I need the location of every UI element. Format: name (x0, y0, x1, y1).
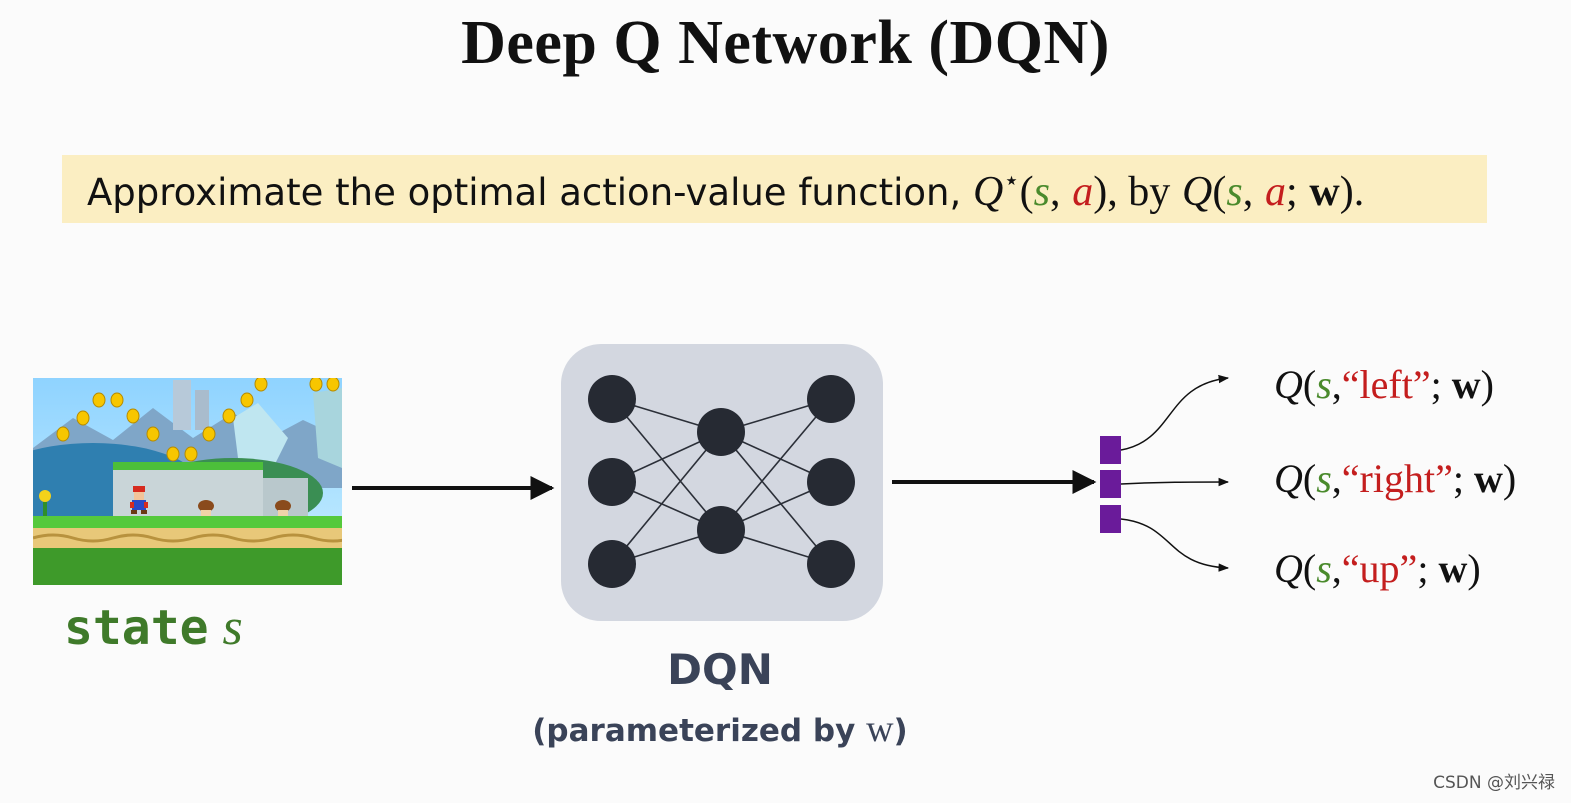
semicolon: ; (1430, 362, 1442, 407)
q-right-output: Q(s,“right”; w) (1274, 455, 1516, 502)
paren: ( (1019, 169, 1034, 215)
network-box (561, 344, 883, 621)
page-title: Deep Q Network (DQN) (461, 9, 1110, 77)
input-node (588, 375, 636, 423)
game-screenshot-image (33, 378, 342, 585)
watermark: CSDN @刘兴禄 (1433, 773, 1555, 793)
hidden-node (697, 506, 745, 554)
paren: ( (1302, 456, 1317, 501)
definition-banner: Approximate the optimal action-value fun… (62, 155, 1487, 223)
output-node (807, 458, 855, 506)
output-node (807, 540, 855, 588)
state-word: state (64, 600, 209, 656)
weights-var: w (866, 708, 894, 750)
weights-var: w (1451, 362, 1481, 407)
paren: ) (1480, 362, 1494, 407)
paren: ( (1302, 362, 1317, 407)
paren: ) (1467, 546, 1481, 591)
paren: ( (1302, 546, 1317, 591)
comma: , (1242, 169, 1254, 215)
game-scene (33, 378, 342, 585)
output-vector-cell (1100, 436, 1121, 464)
q-approx-symbol: Q (1182, 169, 1213, 215)
action-up: “up” (1341, 546, 1418, 591)
state-var: s (1316, 362, 1332, 407)
output-vector-cell (1100, 470, 1121, 498)
q-symbol: Q (1274, 362, 1303, 407)
output-vector-cell (1100, 505, 1121, 533)
up-branch-arrow (1120, 518, 1230, 572)
state-var: s (222, 599, 243, 656)
paren-by: ), by (1093, 169, 1171, 215)
input-node (588, 540, 636, 588)
left-branch-arrow (1120, 374, 1230, 451)
input-node (588, 458, 636, 506)
paren: ( (1212, 169, 1227, 215)
state-var: s (1316, 456, 1332, 501)
action-left: “left” (1341, 362, 1431, 407)
q-up-output: Q(s,“up”; w) (1274, 545, 1481, 592)
q-symbol: Q (1274, 456, 1303, 501)
semicolon: ; (1417, 546, 1429, 591)
subtitle-suffix: ) (893, 713, 908, 749)
paren-end: ). (1339, 169, 1365, 215)
comma: , (1331, 456, 1342, 501)
comma: , (1049, 169, 1061, 215)
state-var: s (1316, 546, 1332, 591)
definition-text: Approximate the optimal action-value fun… (87, 166, 1364, 216)
semicolon: ; (1452, 456, 1464, 501)
q-symbol: Q (1274, 546, 1303, 591)
weights-var: w (1438, 546, 1468, 591)
action-var: a (1072, 169, 1094, 215)
state-var: s (1033, 169, 1050, 215)
paren: ) (1502, 456, 1517, 501)
semicolon: ; (1285, 169, 1298, 215)
q-star-symbol: Q (973, 169, 1004, 215)
definition-prefix: Approximate the optimal action-value fun… (87, 171, 962, 214)
star-superscript: ⋆ (1003, 166, 1020, 195)
comma: , (1331, 546, 1342, 591)
weights-var: w (1309, 169, 1340, 215)
action-var: a (1264, 169, 1286, 215)
state-var: s (1226, 169, 1243, 215)
right-branch-arrow (1120, 477, 1230, 487)
q-left-output: Q(s,“left”; w) (1274, 361, 1494, 408)
dqn-subtitle: (parameterized by w) (500, 707, 940, 751)
subtitle-prefix: (parameterized by (532, 713, 856, 749)
dqn-label: DQN (667, 645, 773, 694)
weights-var: w (1473, 456, 1503, 501)
action-right: “right” (1341, 456, 1453, 501)
output-node (807, 375, 855, 423)
comma: , (1331, 362, 1342, 407)
hidden-node (697, 408, 745, 456)
